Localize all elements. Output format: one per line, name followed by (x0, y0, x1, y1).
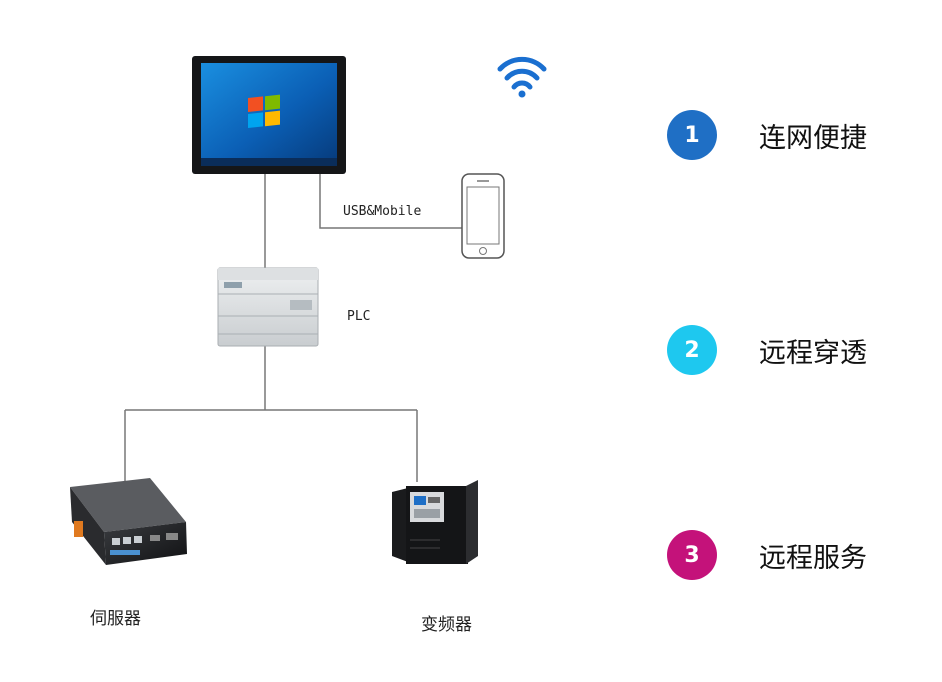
mobile-phone-icon (461, 173, 505, 259)
feature-item-3: 3 远程服务 (667, 530, 867, 580)
hmi-monitor (192, 56, 346, 174)
feature-number-badge: 1 (667, 110, 717, 160)
feature-text: 远程服务 (759, 542, 867, 574)
wifi-icon (497, 56, 547, 98)
feature-text: 远程穿透 (759, 337, 867, 369)
windows-logo-icon (248, 94, 280, 128)
line-monitor-phone (319, 172, 462, 229)
feature-text: 连网便捷 (759, 122, 867, 154)
plc-label: PLC (347, 309, 371, 324)
feature-item-2: 2 远程穿透 (667, 325, 867, 375)
servo-device (70, 478, 187, 565)
usb-mobile-label: USB&Mobile (343, 204, 422, 219)
inverter-device (392, 480, 478, 564)
plc-device (217, 267, 319, 347)
feature-item-1: 1 连网便捷 (667, 110, 867, 160)
feature-number-badge: 2 (667, 325, 717, 375)
servo-label: 伺服器 (90, 609, 141, 629)
inverter-label: 变频器 (421, 615, 472, 635)
feature-number-badge: 3 (667, 530, 717, 580)
connection-lines (124, 172, 462, 482)
